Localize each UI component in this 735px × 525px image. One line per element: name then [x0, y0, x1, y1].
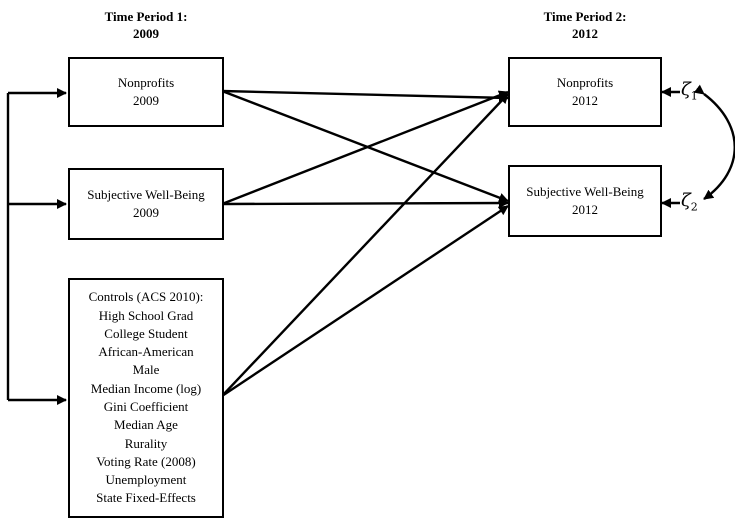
box-nonprofits-2012: Nonprofits 2012	[508, 57, 662, 127]
box-nonprofits-2009-year: 2009	[133, 93, 159, 108]
box-nonprofits-2012-label: Nonprofits	[556, 75, 614, 90]
control-item: Gini Coefficient	[103, 399, 189, 414]
box-nonprofits-2012-year: 2012	[572, 93, 598, 108]
controls-title: Controls (ACS 2010):	[88, 289, 204, 305]
zeta-2-label: ζ2	[681, 190, 698, 214]
control-item: Voting Rate (2008)	[96, 453, 196, 469]
control-item: Rurality	[124, 435, 168, 451]
path-swb2009-to-swb2012	[221, 198, 509, 209]
control-item: Median Income (log)	[90, 380, 202, 396]
control-item: Unemployment	[105, 472, 187, 488]
control-item: State Fixed-Effects	[96, 490, 196, 506]
box-swb-2009-year: 2009	[133, 205, 159, 220]
zeta-2-subscript: 2	[690, 200, 698, 214]
control-item: Median Age	[114, 417, 178, 433]
zeta-2-symbol: ζ	[681, 190, 691, 211]
box-controls: Controls (ACS 2010): High School Grad Co…	[68, 278, 224, 518]
zeta-1-label: ζ1	[681, 79, 698, 103]
path-nonprofits2009-to-swb2012	[221, 89, 509, 203]
header-time-period-1-label: Time Period 1:	[104, 9, 188, 24]
box-swb-2012-year: 2012	[572, 202, 598, 217]
box-nonprofits-2009-label: Nonprofits	[117, 75, 175, 90]
header-time-period-1-year: 2009	[133, 26, 159, 41]
zeta-1-subscript: 1	[690, 89, 698, 103]
zeta-1-symbol: ζ	[681, 79, 691, 100]
path-nonprofits2009-to-nonprofits2012	[221, 89, 509, 103]
control-item: Male	[132, 362, 160, 378]
header-time-period-1: Time Period 1: 2009	[68, 8, 224, 42]
path-controls-to-nonprofits2012	[221, 93, 509, 397]
path-swb2009-to-nonprofits2012	[221, 90, 509, 206]
header-time-period-2-year: 2012	[572, 26, 598, 41]
control-item: High School Grad	[98, 307, 194, 323]
path-controls-to-swb2012	[221, 205, 509, 397]
control-item: African-American	[98, 344, 194, 360]
box-swb-2012-label: Subjective Well-Being	[526, 184, 644, 199]
box-swb-2009-label: Subjective Well-Being	[87, 187, 205, 202]
control-item: College Student	[104, 325, 188, 341]
box-swb-2012: Subjective Well-Being 2012	[508, 165, 662, 237]
header-time-period-2: Time Period 2: 2012	[508, 8, 662, 42]
zeta-covariance-curve	[693, 84, 735, 200]
header-time-period-2-label: Time Period 2:	[543, 9, 627, 24]
box-swb-2009: Subjective Well-Being 2009	[68, 168, 224, 240]
box-nonprofits-2009: Nonprofits 2009	[68, 57, 224, 127]
